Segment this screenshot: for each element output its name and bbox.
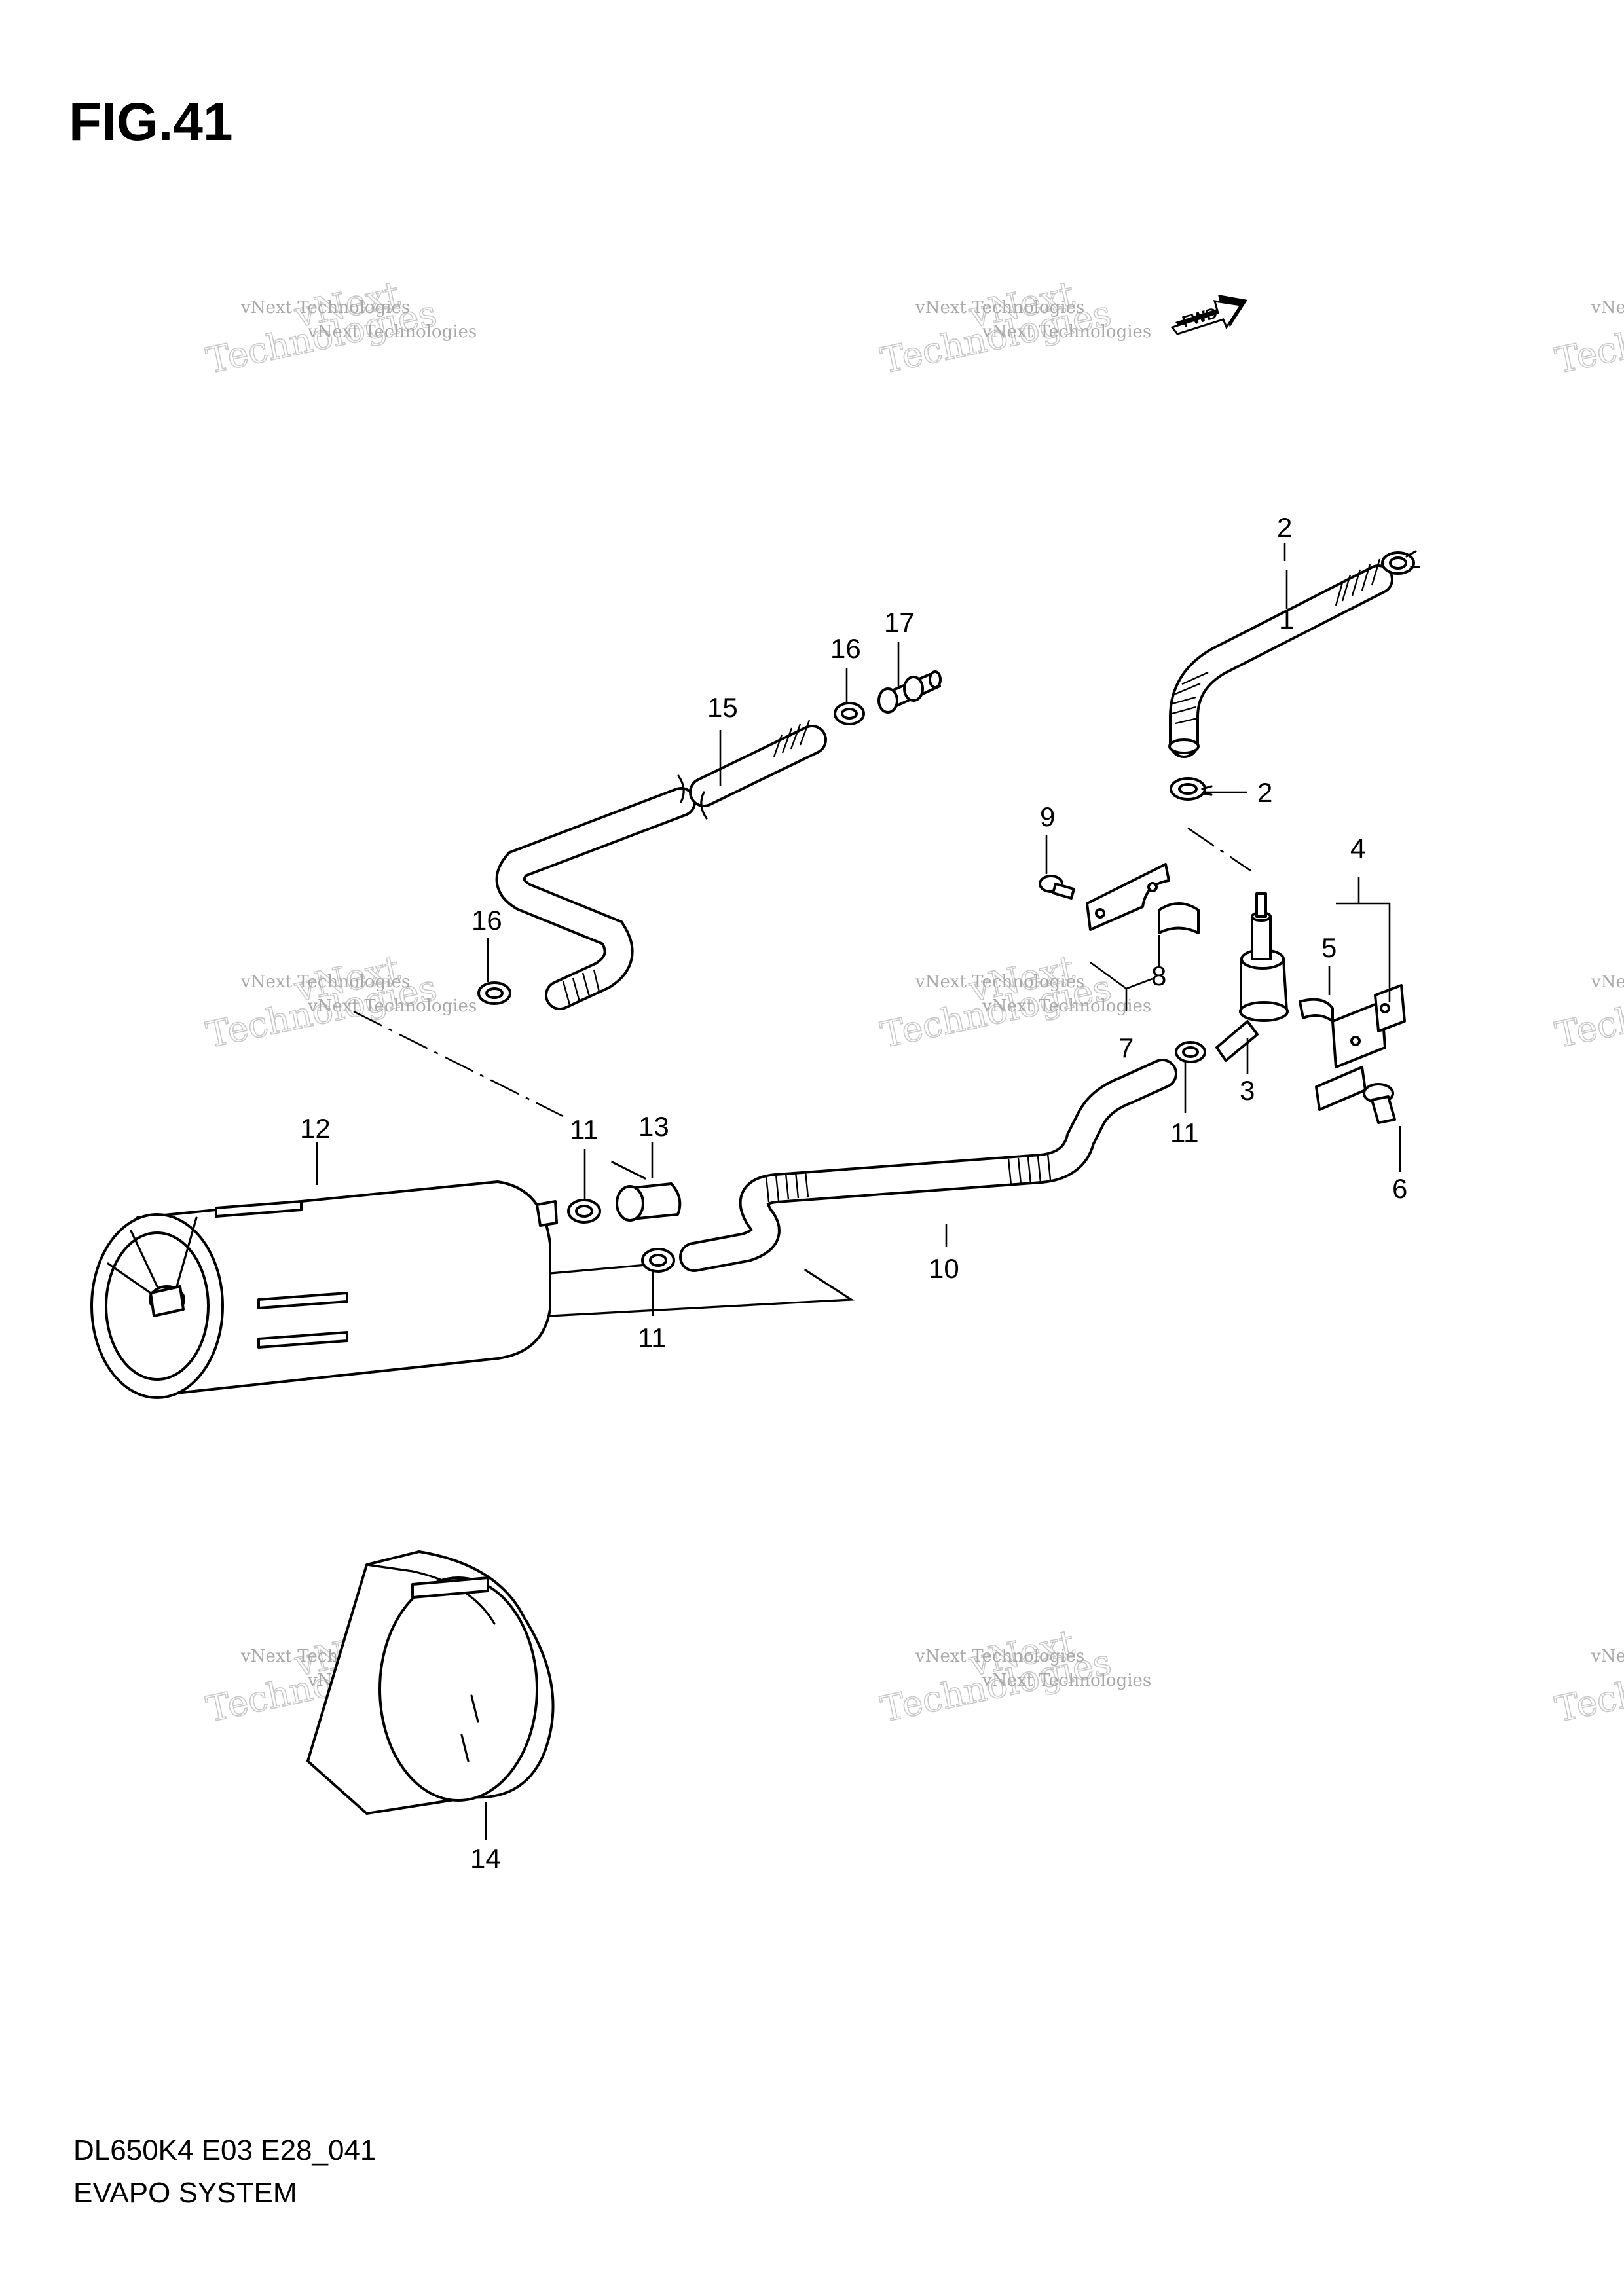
callout-2a: 2 — [1277, 512, 1292, 543]
part-1-hose[interactable] — [1168, 558, 1393, 758]
part-8-grommet[interactable] — [1158, 902, 1200, 934]
part-4-bracket[interactable] — [1315, 984, 1406, 1111]
part-11-clip-upper[interactable] — [567, 1199, 601, 1224]
callout-8: 8 — [1151, 960, 1166, 991]
callout-16b: 16 — [471, 905, 502, 936]
part-16-clip-lower[interactable] — [477, 981, 511, 1005]
callout-10: 10 — [929, 1253, 959, 1284]
callout-11c: 11 — [1170, 1118, 1199, 1148]
watermark-mid-right: Technologies vNext Technologies — [1551, 966, 1624, 1057]
part-7-holder[interactable] — [1086, 863, 1170, 931]
part-2-clip-upper[interactable] — [1381, 550, 1420, 575]
part-5-clamp[interactable] — [1299, 998, 1334, 1023]
svg-text:vNext Technologies: vNext Technologies — [982, 996, 1151, 1016]
part-10-hose[interactable] — [679, 1059, 1177, 1272]
svg-text:vNext Technologies: vNext Technologies — [915, 1647, 1084, 1666]
figure-code: DL650K4 E03 E28_041 — [73, 2134, 377, 2166]
watermark-mid-left: Technologies vNext vNext Technologies vN… — [202, 947, 477, 1057]
part-6-bolt[interactable] — [1363, 1083, 1396, 1124]
svg-text:vNext Technologies: vNext Technologies — [307, 322, 477, 342]
figure-title: FIG.41 — [69, 92, 233, 152]
callout-11a: 11 — [570, 1114, 599, 1145]
svg-text:vNext Technologies: vNext Technologies — [1591, 972, 1624, 992]
svg-text:vNext Technologies: vNext Technologies — [307, 996, 477, 1016]
callout-2b: 2 — [1257, 777, 1272, 808]
callout-12: 12 — [300, 1113, 331, 1144]
leader-dash-11a — [353, 1010, 564, 1118]
part-11-clip-right[interactable] — [1175, 1041, 1206, 1063]
callout-14: 14 — [470, 1843, 501, 1874]
callout-numbers: 2 1 2 15 16 17 16 9 8 7 3 4 5 6 11 12 13… — [300, 512, 1407, 1874]
watermark-mid-center: Technologies vNext vNext Technologies vN… — [877, 947, 1151, 1057]
part-11-clip-lower[interactable] — [641, 1248, 675, 1273]
part-12-canister[interactable] — [90, 1180, 855, 1399]
callout-6: 6 — [1392, 1173, 1407, 1204]
part-13-short-hose[interactable] — [611, 1161, 682, 1222]
callout-16a: 16 — [830, 633, 861, 664]
svg-text:vNext Technologies: vNext Technologies — [982, 322, 1151, 342]
part-15-hose[interactable] — [495, 720, 827, 1010]
svg-text:vNext Technologies: vNext Technologies — [982, 1671, 1151, 1690]
part-14-cover[interactable] — [306, 1550, 555, 1815]
callout-4: 4 — [1350, 833, 1365, 864]
svg-text:vNext Technologies: vNext Technologies — [240, 972, 410, 992]
callout-3: 3 — [1240, 1075, 1255, 1106]
callout-5: 5 — [1321, 932, 1337, 963]
part-9-screw[interactable] — [1039, 875, 1075, 900]
callout-15: 15 — [707, 692, 738, 723]
callout-17: 17 — [884, 607, 915, 638]
part-2-clip-lower[interactable] — [1170, 777, 1213, 801]
callout-7: 7 — [1118, 1032, 1134, 1063]
fwd-arrow-icon: FWD — [1170, 295, 1247, 335]
watermark-low-right: Technologies vNext Technologies — [1551, 1641, 1624, 1731]
watermark-top-center: Technologies vNext vNext Technologies vN… — [877, 273, 1151, 382]
svg-text:vNext Technologies: vNext Technologies — [240, 298, 410, 318]
leader-lines — [316, 543, 1401, 1840]
callout-11b: 11 — [638, 1322, 667, 1353]
callout-1: 1 — [1279, 604, 1294, 634]
watermark-top-left: Technologies vNext vNext Technologies vN… — [202, 273, 477, 382]
svg-text:vNext Technologies: vNext Technologies — [1591, 298, 1624, 318]
part-16-clip-upper[interactable] — [834, 702, 865, 725]
part-17-fitting[interactable] — [877, 670, 942, 714]
callout-13: 13 — [638, 1111, 669, 1142]
watermark-low-center: Technologies vNext vNext Technologies vN… — [877, 1622, 1151, 1731]
watermark-top-right: Technologies vNext Technologies — [1551, 292, 1624, 382]
part-3-valve[interactable] — [1187, 827, 1289, 1062]
svg-text:vNext Technologies: vNext Technologies — [915, 972, 1084, 992]
svg-text:vNext Technologies: vNext Technologies — [1591, 1647, 1624, 1666]
callout-9: 9 — [1040, 801, 1055, 832]
leader-4 — [1336, 877, 1391, 1002]
svg-text:vNext Technologies: vNext Technologies — [915, 298, 1084, 318]
figure-name: EVAPO SYSTEM — [73, 2177, 297, 2209]
